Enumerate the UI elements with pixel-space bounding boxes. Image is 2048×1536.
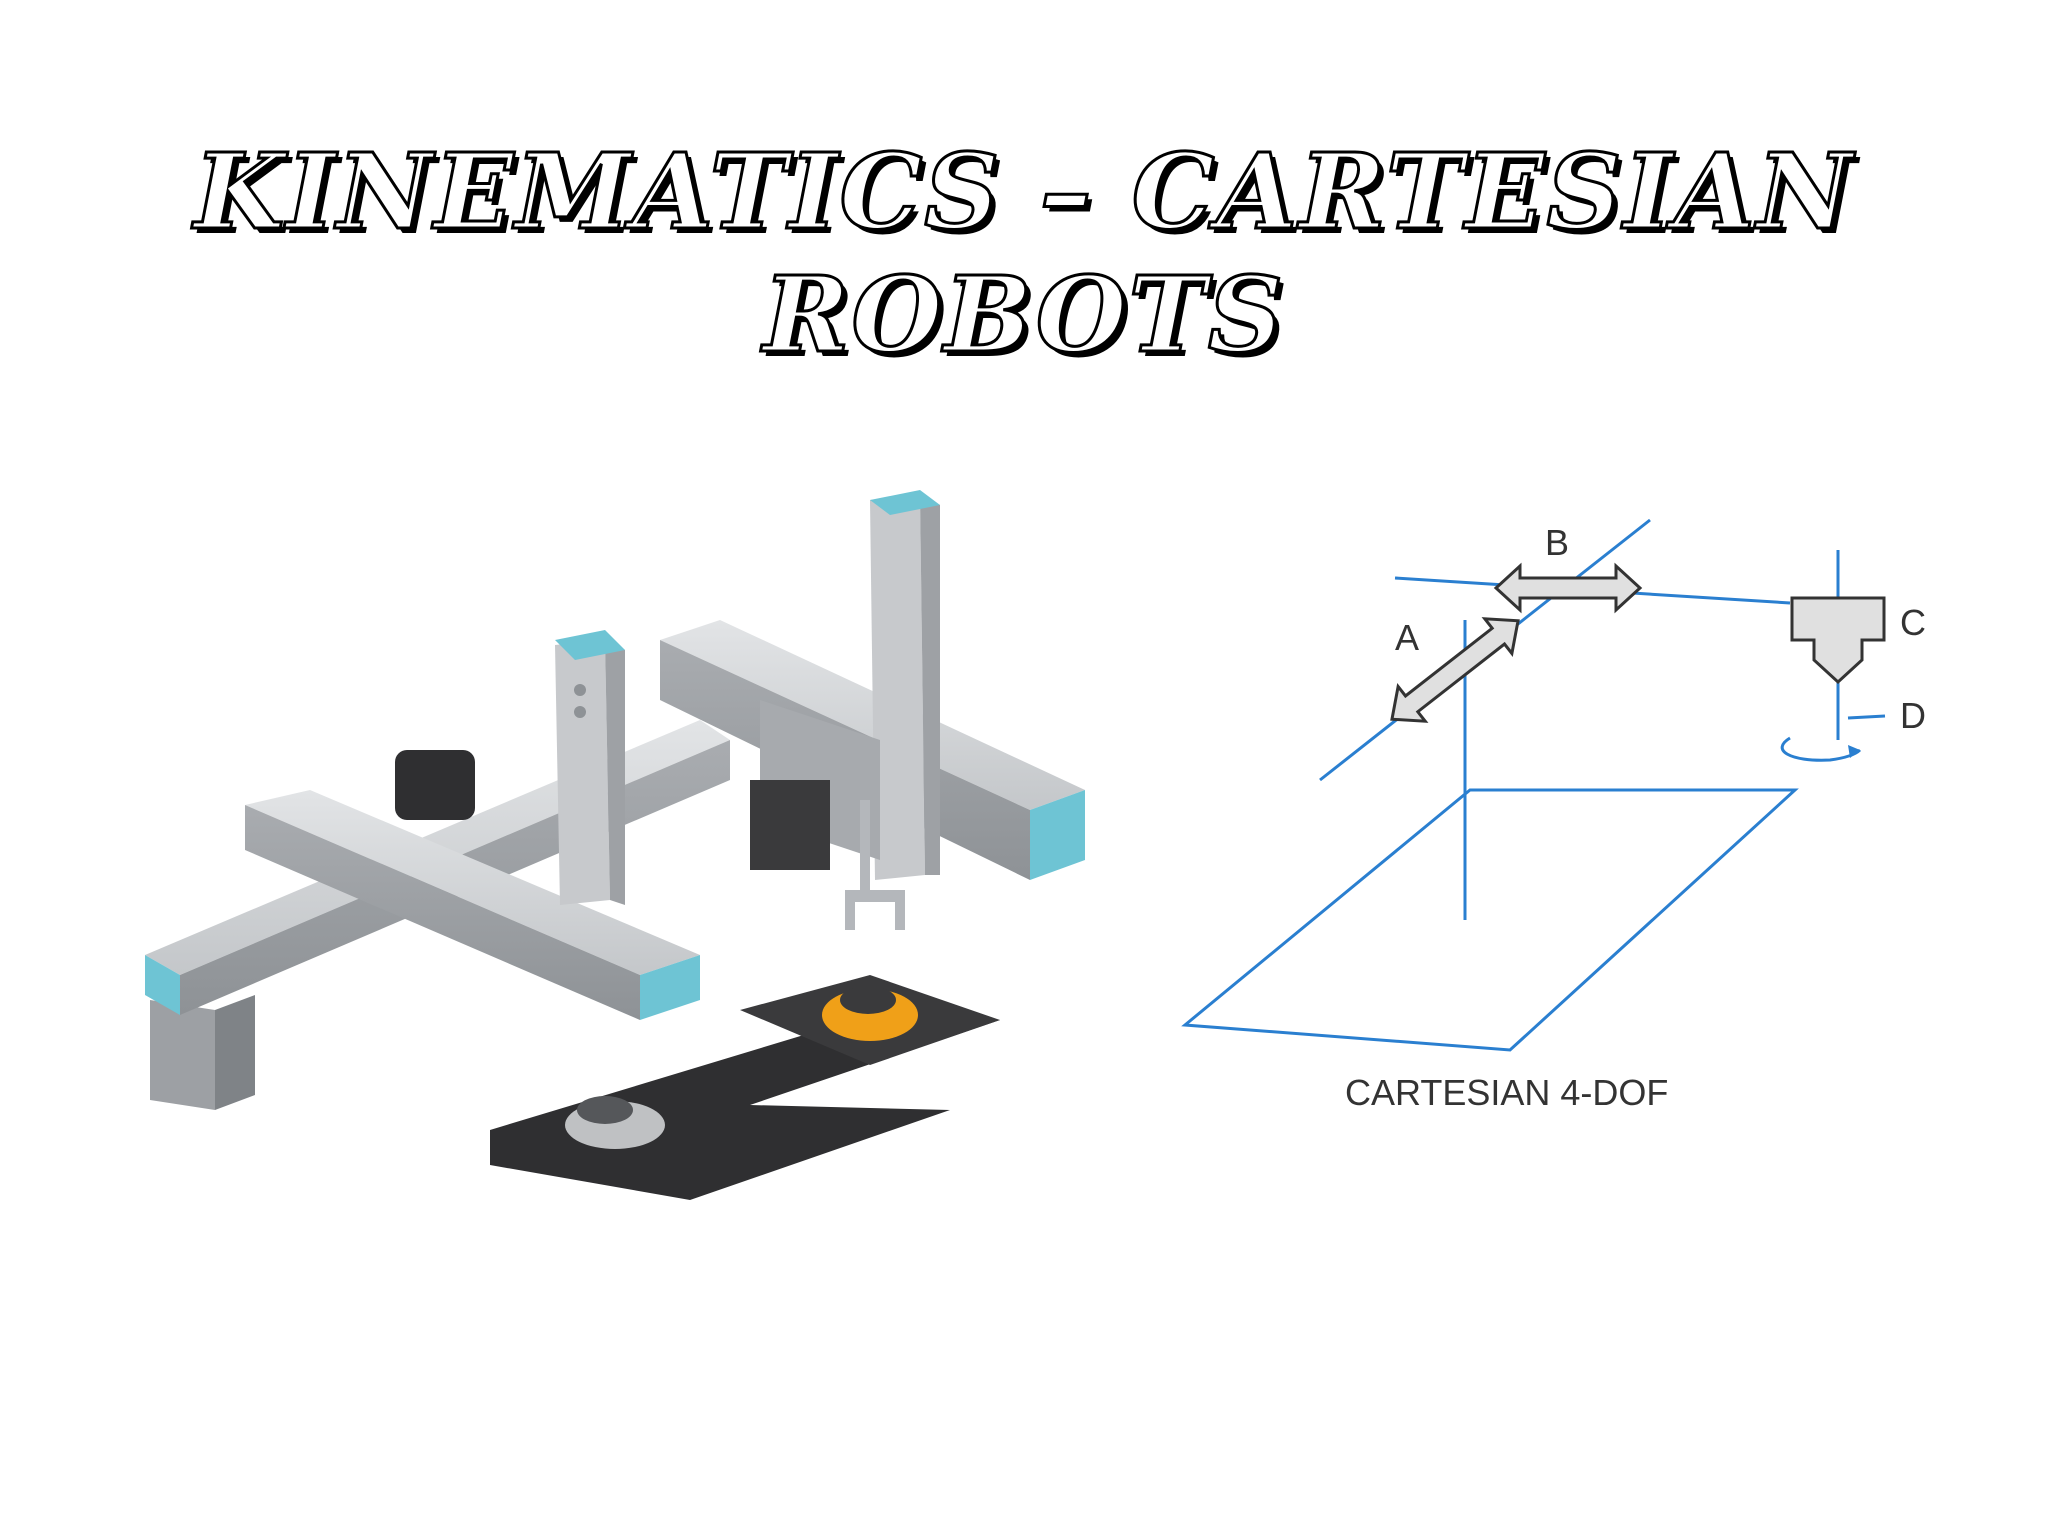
gray-knob-top (577, 1096, 633, 1124)
gripper-finger-right (895, 890, 905, 930)
diagram-caption: CARTESIAN 4-DOF (1345, 1072, 1668, 1113)
rotation-arrow (1780, 736, 1862, 762)
back-rail-cap (1030, 790, 1085, 880)
gripper-shaft (860, 800, 870, 890)
cross-beam-side (245, 805, 640, 1020)
label-c: C (1900, 602, 1926, 643)
right-column-side (920, 495, 940, 875)
tool-block-c (1790, 596, 1886, 685)
label-d: D (1900, 695, 1926, 736)
right-column-cap (870, 490, 940, 515)
gripper-jaw (845, 890, 905, 902)
work-plane (1181, 788, 1799, 1052)
arrow-b-icon (1493, 562, 1643, 614)
gripper-finger-left (845, 890, 855, 930)
orange-knob-top (840, 986, 896, 1014)
axis-d-line (1847, 714, 1886, 720)
right-column (870, 495, 925, 880)
column-bolt-2 (574, 706, 586, 718)
front-rail-cap (145, 955, 180, 1015)
cross-beam (245, 790, 700, 975)
slide-title: Kinematics – Cartesian Robots (192, 129, 1855, 378)
left-post (150, 1000, 215, 1110)
column-bolt-1 (574, 684, 586, 696)
left-post-side (215, 995, 255, 1110)
middle-column (555, 640, 610, 905)
middle-column-side (605, 640, 625, 905)
motor (395, 750, 475, 820)
label-b: B (1545, 522, 1569, 563)
cross-beam-cap (640, 955, 700, 1020)
arrow-a-icon (1390, 617, 1520, 723)
middle-column-cap (555, 630, 625, 660)
rotation-arrowhead (1848, 745, 1860, 758)
carriage-block (750, 780, 830, 870)
back-rail (660, 620, 1085, 810)
label-a: A (1395, 617, 1419, 658)
